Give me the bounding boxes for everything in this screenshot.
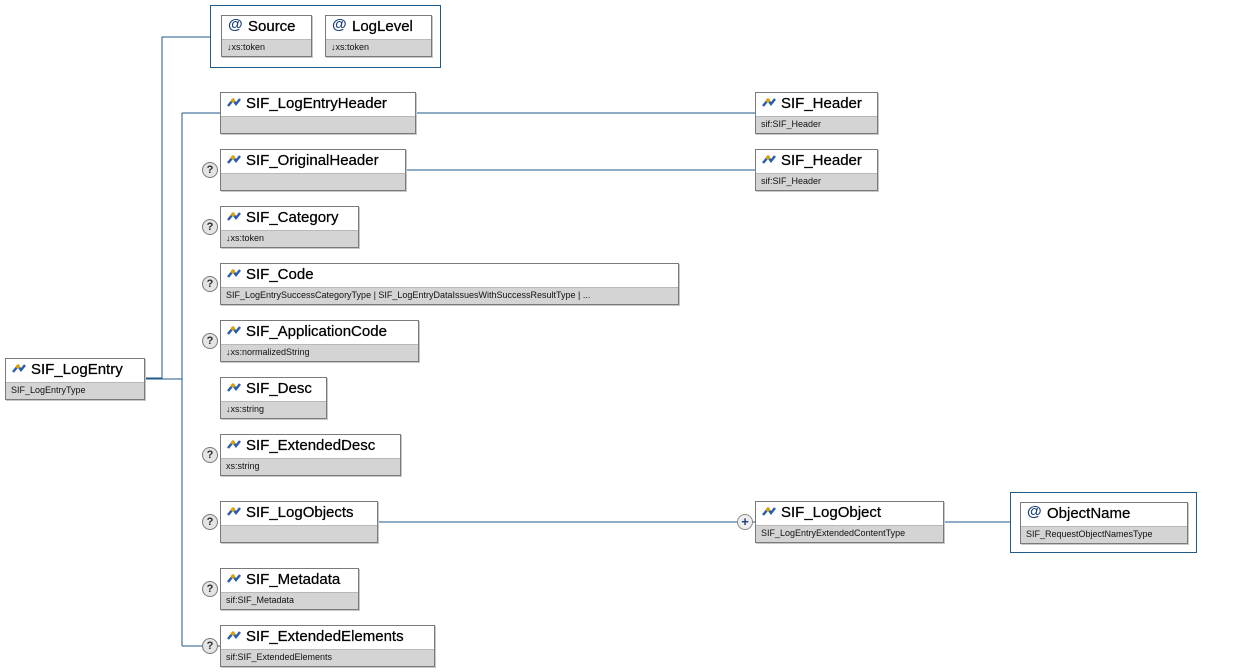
element-name: SIF_LogObjects <box>246 504 354 521</box>
optional-icon: ? <box>202 276 218 292</box>
optional-icon: ? <box>202 333 218 349</box>
element-icon <box>227 268 241 278</box>
element-type: SIF_LogEntryType <box>6 382 144 399</box>
element-icon <box>227 573 241 583</box>
element-icon <box>227 325 241 335</box>
element-type: sif:SIF_Header <box>756 173 877 190</box>
element-type: sif:SIF_ExtendedElements <box>221 649 434 666</box>
attribute-type: ↓xs:token <box>326 39 431 56</box>
attribute-name: ObjectName <box>1047 505 1131 522</box>
element-sif-header[interactable]: SIF_Header sif:SIF_Header <box>755 92 878 134</box>
element-name: SIF_LogEntryHeader <box>246 95 387 112</box>
element-type: SIF_LogEntrySuccessCategoryType | SIF_Lo… <box>221 287 678 304</box>
element-icon <box>762 506 776 516</box>
optional-icon: ? <box>202 162 218 178</box>
attribute-name: LogLevel <box>352 18 413 35</box>
element-sif-logobjects[interactable]: SIF_LogObjects <box>220 501 378 543</box>
attribute-type: ↓xs:token <box>222 39 311 56</box>
element-type <box>221 116 415 133</box>
element-name: SIF_LogObject <box>781 504 882 521</box>
element-name: SIF_Code <box>246 266 314 283</box>
element-sif-originalheader[interactable]: SIF_OriginalHeader <box>220 149 406 191</box>
element-icon <box>227 154 241 164</box>
element-icon <box>227 382 241 392</box>
element-sif-category[interactable]: SIF_Category ↓xs:token <box>220 206 359 248</box>
optional-icon: ? <box>202 581 218 597</box>
element-icon <box>12 363 26 373</box>
element-sif-desc[interactable]: SIF_Desc ↓xs:string <box>220 377 327 419</box>
element-sif-metadata[interactable]: SIF_Metadata sif:SIF_Metadata <box>220 568 359 610</box>
element-name: SIF_ExtendedDesc <box>246 437 376 454</box>
attribute-icon: @ <box>332 16 347 33</box>
element-name: SIF_Metadata <box>246 571 341 588</box>
element-type: sif:SIF_Header <box>756 116 877 133</box>
optional-icon: ? <box>202 638 218 654</box>
attribute-type: SIF_RequestObjectNamesType <box>1021 526 1187 543</box>
attribute-loglevel[interactable]: @ LogLevel ↓xs:token <box>325 15 432 57</box>
attribute-icon: @ <box>1027 503 1042 520</box>
element-type <box>221 173 405 190</box>
attribute-objectname[interactable]: @ ObjectName SIF_RequestObjectNamesType <box>1020 502 1188 544</box>
root-element[interactable]: SIF_LogEntry SIF_LogEntryType <box>5 358 145 400</box>
element-name: SIF_ExtendedElements <box>246 628 404 645</box>
element-icon <box>227 97 241 107</box>
element-icon <box>762 97 776 107</box>
element-type: sif:SIF_Metadata <box>221 592 358 609</box>
element-sif-header[interactable]: SIF_Header sif:SIF_Header <box>755 149 878 191</box>
element-type: ↓xs:token <box>221 230 358 247</box>
element-type: ↓xs:string <box>221 401 326 418</box>
element-sif-extendedelements[interactable]: SIF_ExtendedElements sif:SIF_ExtendedEle… <box>220 625 435 667</box>
element-name: SIF_Header <box>781 95 862 112</box>
element-sif-extendeddesc[interactable]: SIF_ExtendedDesc xs:string <box>220 434 401 476</box>
element-sif-logobject[interactable]: SIF_LogObject SIF_LogEntryExtendedConten… <box>755 501 944 543</box>
optional-icon: ? <box>202 447 218 463</box>
expand-icon[interactable]: + <box>737 514 753 530</box>
element-name: SIF_OriginalHeader <box>246 152 379 169</box>
element-type: ↓xs:normalizedString <box>221 344 418 361</box>
attribute-name: Source <box>248 18 296 35</box>
element-icon <box>227 439 241 449</box>
element-icon <box>227 211 241 221</box>
attribute-icon: @ <box>228 16 243 33</box>
element-name: SIF_Category <box>246 209 339 226</box>
element-type <box>221 525 377 542</box>
attribute-source[interactable]: @ Source ↓xs:token <box>221 15 312 57</box>
root-attribute-group: @ Source ↓xs:token @ LogLevel ↓xs:token <box>210 5 441 68</box>
element-name: SIF_ApplicationCode <box>246 323 387 340</box>
element-sif-logentryheader[interactable]: SIF_LogEntryHeader <box>220 92 416 134</box>
logobject-attribute-group: @ ObjectName SIF_RequestObjectNamesType <box>1010 492 1197 553</box>
element-name: SIF_Desc <box>246 380 312 397</box>
element-name: SIF_LogEntry <box>31 361 123 378</box>
element-type: xs:string <box>221 458 400 475</box>
element-icon <box>762 154 776 164</box>
element-type: SIF_LogEntryExtendedContentType <box>756 525 943 542</box>
optional-icon: ? <box>202 514 218 530</box>
optional-icon: ? <box>202 219 218 235</box>
element-sif-applicationcode[interactable]: SIF_ApplicationCode ↓xs:normalizedString <box>220 320 419 362</box>
element-name: SIF_Header <box>781 152 862 169</box>
element-icon <box>227 506 241 516</box>
element-sif-code[interactable]: SIF_Code SIF_LogEntrySuccessCategoryType… <box>220 263 679 305</box>
element-icon <box>227 630 241 640</box>
